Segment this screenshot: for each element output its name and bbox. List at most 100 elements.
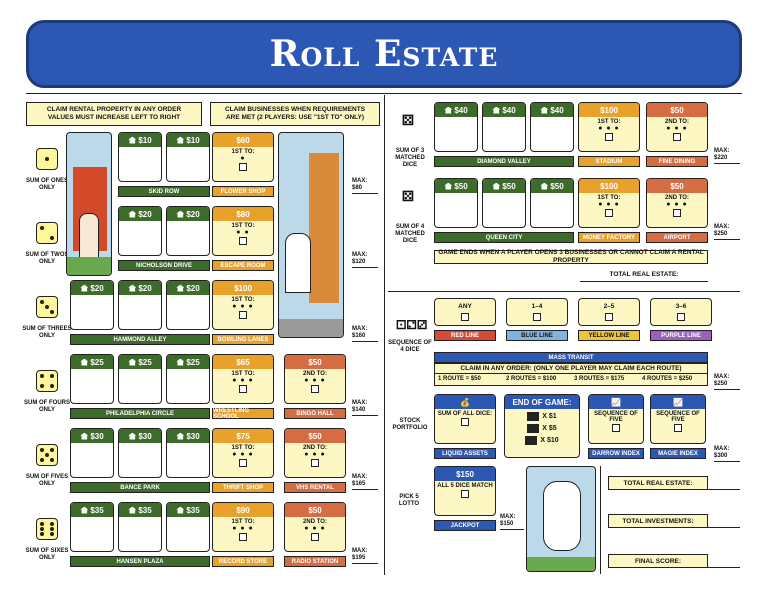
final-real-estate-line[interactable] [708, 489, 740, 490]
stock-chart-icon [525, 436, 538, 445]
business-5-first-requirement: 1ST TO: [231, 445, 255, 451]
rent-price: $35 [138, 505, 152, 515]
rental-property-4-1[interactable]: $25 [70, 354, 114, 404]
sequence-cell-2[interactable]: 1–4 [506, 298, 568, 326]
magie-index-cell[interactable]: 📈SEQUENCE OF FIVE [650, 394, 706, 444]
house-icon [128, 358, 137, 366]
rental-property-r1-1[interactable]: $40 [434, 102, 478, 152]
lotto-checkbox[interactable] [461, 490, 469, 498]
business-name-label: FLOWER SHOP [212, 186, 274, 197]
business-r2-first-checkbox[interactable] [605, 209, 613, 217]
sequence-cell-1[interactable]: ANY [434, 298, 496, 326]
rental-property-5-2[interactable]: $30 [118, 428, 162, 478]
business-2-first-checkbox[interactable] [239, 237, 247, 245]
rental-property-6-1[interactable]: $35 [70, 502, 114, 552]
rental-property-6-2-header: $35 [119, 503, 161, 517]
business-r2-first-price: $100 [579, 179, 639, 193]
rental-property-4-3[interactable]: $25 [166, 354, 210, 404]
rental-property-r2-2[interactable]: $50 [482, 178, 526, 228]
darrow-index-cell[interactable]: 📈SEQUENCE OF FIVE [588, 394, 644, 444]
rental-property-1-1[interactable]: $10 [118, 132, 162, 182]
business-5-second-checkbox[interactable] [311, 459, 319, 467]
business-r1-first-checkbox[interactable] [605, 133, 613, 141]
business-r2-second-checkbox[interactable] [673, 209, 681, 217]
house-icon [176, 210, 185, 218]
business-name-label: BOWLING LANES [212, 334, 274, 345]
business-r1-second-checkbox[interactable] [673, 133, 681, 141]
business-r2-first-requirement: 1ST TO: [597, 195, 621, 201]
rental-property-r2-3-header: $50 [531, 179, 573, 193]
rental-property-3-3[interactable]: $20 [166, 280, 210, 330]
business-4-second-checkbox[interactable] [311, 385, 319, 393]
transit-line-label: RED LINE [434, 330, 496, 341]
sequence-checkbox[interactable] [533, 313, 541, 321]
business-1-first-dice: ● [240, 155, 246, 162]
business-1-first-checkbox[interactable] [239, 163, 247, 171]
rent-price: $30 [90, 431, 104, 441]
liquid-checkbox[interactable] [461, 418, 469, 426]
business-4-first-checkbox[interactable] [239, 385, 247, 393]
final-real-estate-label: TOTAL REAL ESTATE: [608, 476, 708, 490]
business-3-first-checkbox[interactable] [239, 311, 247, 319]
max-value: MAX: $120 [352, 252, 378, 268]
sequence-cell-3[interactable]: 2–5 [578, 298, 640, 326]
rental-property-r1-2[interactable]: $40 [482, 102, 526, 152]
liquid-assets-cell[interactable]: 💰SUM OF ALL DICE: [434, 394, 496, 444]
rent-price: $20 [90, 283, 104, 293]
business-6-second-checkbox[interactable] [311, 533, 319, 541]
business-5-first-dice: ● ● ● [232, 451, 254, 458]
darrow-desc: SEQUENCE OF FIVE [594, 411, 638, 423]
rental-property-1-1-header: $10 [119, 133, 161, 147]
business-r1-second-price: $50 [647, 103, 707, 117]
business-5-first-checkbox[interactable] [239, 459, 247, 467]
sequence-checkbox[interactable] [677, 313, 685, 321]
business-1-first-requirement: 1ST TO: [231, 149, 255, 155]
rental-property-r2-3[interactable]: $50 [530, 178, 574, 228]
rental-property-r2-1[interactable]: $50 [434, 178, 478, 228]
sequence-checkbox[interactable] [605, 313, 613, 321]
row-condition-label: SUM OF FOURS ONLY [24, 400, 70, 413]
rental-property-3-1[interactable]: $20 [70, 280, 114, 330]
business-6-first-dice: ● ● ● [232, 525, 254, 532]
lotto-desc: ALL 5 DICE MATCH [437, 483, 493, 489]
rental-property-5-3[interactable]: $30 [166, 428, 210, 478]
rental-property-1-2[interactable]: $10 [166, 132, 210, 182]
final-score-line[interactable] [708, 567, 740, 568]
magie-checkbox[interactable] [674, 424, 682, 432]
die-4-icon [36, 370, 58, 392]
rental-property-r1-3[interactable]: $40 [530, 102, 574, 152]
rental-property-2-1[interactable]: $20 [118, 206, 162, 256]
rental-property-5-3-header: $30 [167, 429, 209, 443]
rental-property-5-2-header: $30 [119, 429, 161, 443]
business-name-label: BINGO HALL [284, 408, 346, 419]
business-6-first-checkbox[interactable] [239, 533, 247, 541]
rental-property-6-2[interactable]: $35 [118, 502, 162, 552]
sequence-checkbox[interactable] [461, 313, 469, 321]
rent-price: $40 [502, 105, 516, 115]
rental-property-5-1[interactable]: $30 [70, 428, 114, 478]
rental-property-2-2[interactable]: $20 [166, 206, 210, 256]
business-name-label: FINE DINING [646, 156, 708, 167]
row-condition-label: SUM OF SIXES ONLY [25, 548, 69, 561]
final-investments-line[interactable] [708, 527, 740, 528]
darrow-index-label: DARROW INDEX [588, 448, 644, 459]
sequence-cell-4[interactable]: 3–6 [650, 298, 712, 326]
rental-property-6-3[interactable]: $35 [166, 502, 210, 552]
darrow-checkbox[interactable] [612, 424, 620, 432]
rental-property-4-2[interactable]: $25 [118, 354, 162, 404]
rental-property-3-2[interactable]: $20 [118, 280, 162, 330]
